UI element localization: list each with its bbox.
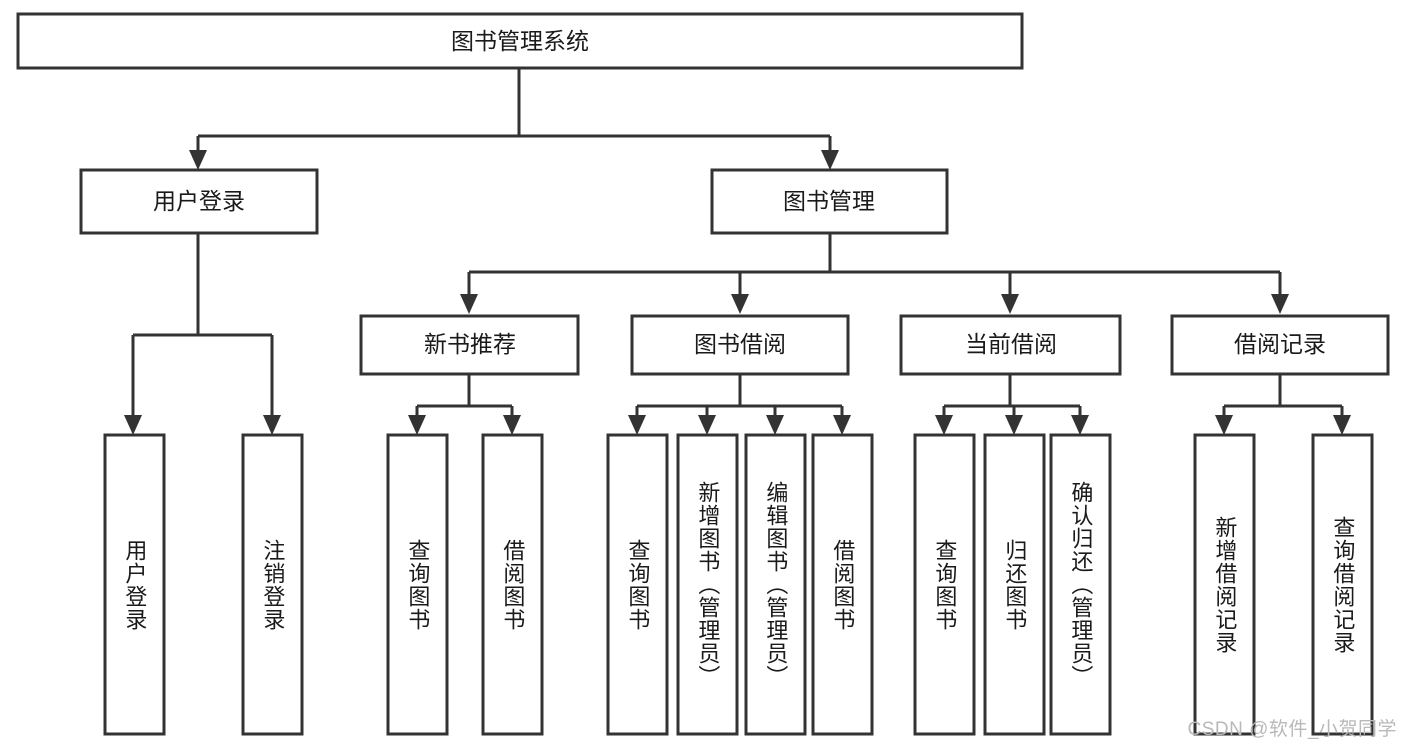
node-box-leaf-book-borrow-3[interactable] [744, 433, 807, 736]
arrow-head-leaf-user-login-2 [263, 415, 281, 435]
node-label-new-book-recommend: 新书推荐 [424, 331, 516, 357]
arrow-head-leaf-book-borrow-4 [833, 415, 851, 435]
node-box-leaf-new-book-2[interactable] [481, 433, 544, 736]
arrow-head-leaf-book-borrow-1 [628, 415, 646, 435]
arrow-head-leaf-book-borrow-3 [766, 415, 784, 435]
connector-group [124, 68, 1351, 435]
node-box-leaf-user-login-1[interactable] [103, 433, 166, 736]
arrow-head-book-borrow [731, 294, 749, 314]
node-box-leaf-current-borrow-1[interactable] [913, 433, 976, 736]
node-box-borrow-record[interactable] [1170, 314, 1390, 376]
node-label-book-borrow: 图书借阅 [694, 331, 786, 357]
node-box-leaf-current-borrow-3[interactable] [1049, 433, 1112, 736]
arrow-head-book-mgmt [821, 150, 839, 170]
arrow-head-new-book-recommend [460, 294, 478, 314]
node-box-new-book-recommend[interactable] [359, 314, 580, 376]
arrow-head-leaf-user-login-1 [124, 415, 142, 435]
node-label-root: 图书管理系统 [451, 28, 589, 54]
node-box-leaf-book-borrow-4[interactable] [811, 433, 874, 736]
node-label-book-management: 图书管理 [783, 188, 875, 214]
node-box-leaf-borrow-record-2[interactable] [1311, 433, 1374, 736]
node-box-book-management[interactable] [710, 168, 949, 235]
arrow-head-leaf-current-borrow-1 [935, 415, 953, 435]
node-box-leaf-new-book-1[interactable] [386, 433, 449, 736]
arrow-head-leaf-current-borrow-3 [1071, 415, 1089, 435]
node-box-leaf-current-borrow-2[interactable] [983, 433, 1046, 736]
arrow-head-leaf-new-book-2 [503, 415, 521, 435]
arrow-head-leaf-new-book-1 [408, 415, 426, 435]
node-box-current-borrow[interactable] [899, 314, 1122, 376]
node-box-root[interactable] [16, 12, 1024, 70]
node-box-user-login[interactable] [79, 168, 319, 235]
node-box-leaf-borrow-record-1[interactable] [1193, 433, 1256, 736]
arrow-head-borrow-record [1271, 294, 1289, 314]
arrow-head-leaf-current-borrow-2 [1005, 415, 1023, 435]
node-box-leaf-user-login-2[interactable] [241, 433, 304, 736]
node-label-current-borrow: 当前借阅 [965, 331, 1057, 357]
arrow-head-user-login [189, 150, 207, 170]
arrow-head-current-borrow [1001, 294, 1019, 314]
node-label-borrow-record: 借阅记录 [1234, 331, 1326, 357]
arrow-head-leaf-borrow-record-2 [1333, 415, 1351, 435]
node-box-leaf-book-borrow-1[interactable] [606, 433, 669, 736]
arrow-head-leaf-book-borrow-2 [698, 415, 716, 435]
node-label-user-login: 用户登录 [153, 188, 245, 214]
watermark-text: CSDN @软件_小贺同学 [1187, 719, 1397, 740]
arrow-head-leaf-borrow-record-1 [1215, 415, 1233, 435]
node-box-book-borrow[interactable] [630, 314, 850, 376]
node-box-leaf-book-borrow-2[interactable] [676, 433, 739, 736]
